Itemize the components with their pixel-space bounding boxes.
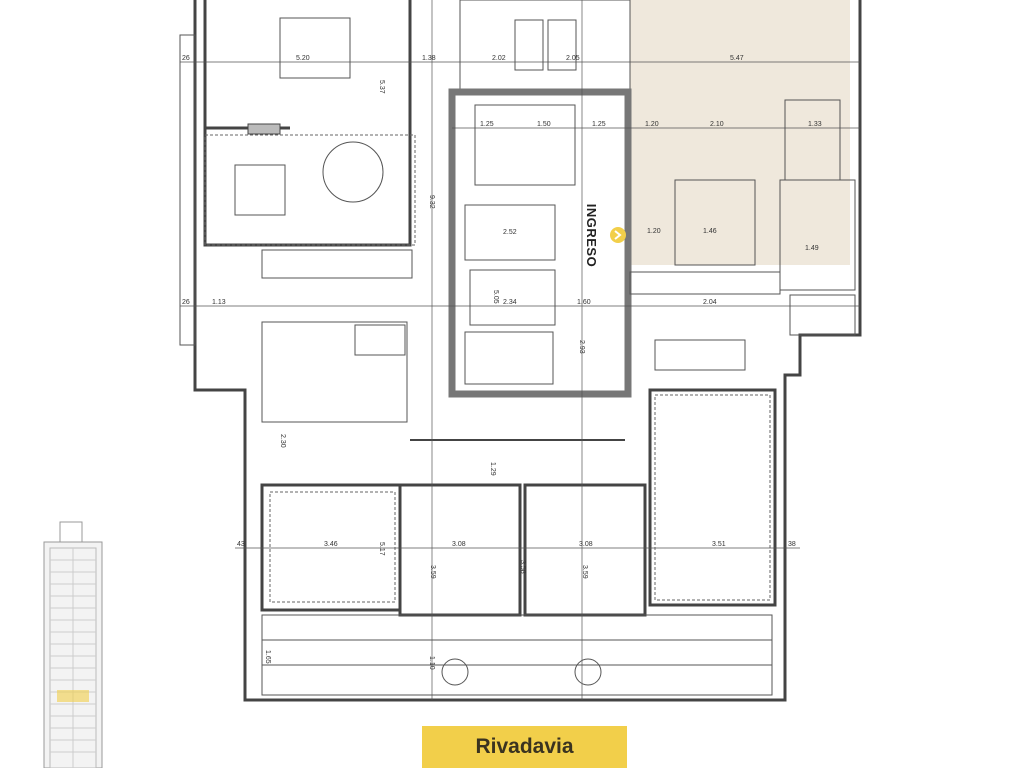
dimension-label: 3.51 — [712, 541, 726, 548]
dimension-label: 5.37 — [378, 80, 385, 94]
dining-table — [279, 17, 351, 79]
service-room — [779, 179, 856, 291]
bathtub — [547, 19, 577, 71]
dimension-label: 2.34 — [503, 299, 517, 306]
stair-core — [448, 88, 632, 398]
service-room — [789, 294, 856, 336]
ceiling-outline — [269, 491, 396, 603]
dimension-label: 1.25 — [480, 121, 494, 128]
column — [441, 658, 469, 686]
dimension-label: 5.17 — [378, 542, 385, 556]
dimension-label: 26 — [182, 299, 190, 306]
living-room-walls — [203, 0, 412, 247]
bathtub — [514, 19, 544, 71]
dimension-lines — [180, 0, 860, 700]
dimension-label: 5.47 — [730, 55, 744, 62]
dimension-label: 1.38 — [422, 55, 436, 62]
kitchen-area — [630, 0, 850, 265]
chevron-right-icon — [614, 230, 622, 240]
dimension-label: 3.59 — [429, 565, 436, 579]
spiral-staircase — [322, 141, 384, 203]
entrance-label: INGRESO — [584, 203, 600, 268]
service-bathroom — [674, 179, 756, 266]
dimension-label: 2.93 — [578, 340, 585, 354]
dimension-label: 5.05 — [492, 290, 499, 304]
dimension-label: 1.46 — [703, 228, 717, 235]
dimension-label: 3.08 — [452, 541, 466, 548]
dimension-label: 9.32 — [428, 195, 435, 209]
dimension-label: 5.20 — [296, 55, 310, 62]
balcony-railing — [262, 639, 772, 666]
dimension-label: 2.52 — [503, 229, 517, 236]
highlighted-floor — [57, 690, 89, 702]
bathrooms-top — [459, 0, 631, 91]
bedroom-3 — [523, 483, 647, 617]
dimension-label: 1.29 — [489, 462, 496, 476]
dimension-label: 1.25 — [592, 121, 606, 128]
dimension-label: 38 — [788, 541, 796, 548]
kitchen-counter — [261, 249, 413, 279]
dimension-label: 2.05 — [566, 55, 580, 62]
dimension-label: 1.10 — [428, 656, 435, 670]
dimension-label: 2.02 — [492, 55, 506, 62]
elevator-1 — [464, 204, 556, 261]
dimension-label: 1.20 — [645, 121, 659, 128]
balcony — [261, 614, 773, 696]
dimension-label: 3.59 — [581, 565, 588, 579]
dimension-label: 2.30 — [279, 434, 286, 448]
entrance-marker — [610, 227, 626, 243]
stairs — [474, 104, 576, 186]
dimension-label: 3.08 — [579, 541, 593, 548]
dimension-labels: 5.20 5.37 1.38 2.02 2.05 5.47 1.25 1.50 … — [182, 55, 822, 670]
dimension-label: 1.13 — [212, 299, 226, 306]
dimension-label: 2.10 — [710, 121, 724, 128]
elevator-3 — [464, 331, 554, 385]
dimension-label: 3.58 — [519, 560, 526, 574]
dimension-label: 43 — [237, 541, 245, 548]
bedroom-2 — [398, 483, 522, 617]
dimension-label: 1.33 — [808, 121, 822, 128]
bathtub — [354, 324, 406, 356]
dimension-label: 1.50 — [537, 121, 551, 128]
ceiling-outline — [204, 134, 416, 246]
dining-table-2 — [234, 164, 286, 216]
dimension-label: 1.60 — [577, 299, 591, 306]
kitchen-island — [654, 339, 746, 371]
dimension-label: 26 — [182, 55, 190, 62]
dimension-label: 1.20 — [647, 228, 661, 235]
elevator-2 — [469, 269, 556, 326]
dimension-label: 1.49 — [805, 245, 819, 252]
bedroom-4 — [648, 388, 777, 607]
column — [574, 658, 602, 686]
kitchen-counter — [629, 271, 781, 295]
dimension-label: 3.46 — [324, 541, 338, 548]
balcony-left — [179, 34, 196, 346]
fireplace — [247, 123, 281, 135]
dimension-label: 2.04 — [703, 299, 717, 306]
ceiling-outline — [654, 394, 771, 601]
street-label: Rivadavia — [422, 726, 627, 768]
bathroom-left — [261, 321, 408, 423]
building-thumbnail — [43, 521, 103, 768]
dimension-label: 1.65 — [264, 650, 271, 664]
